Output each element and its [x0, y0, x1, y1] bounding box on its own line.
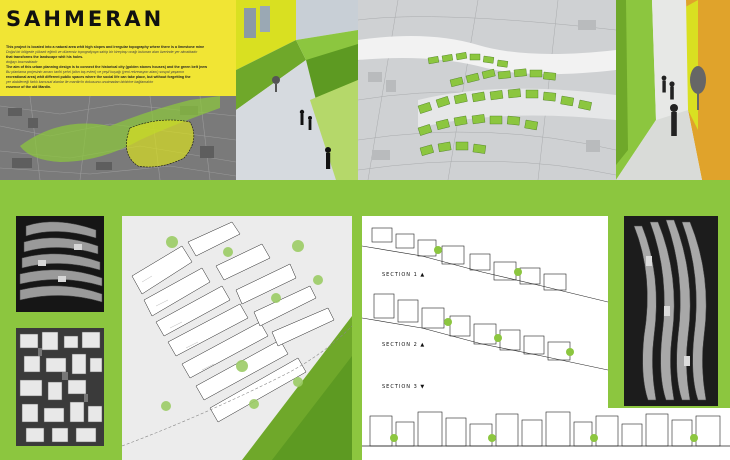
sections-panel: SECTION 1 ▲ SECTION 2 ▲ SECTION 3 ▼: [362, 216, 608, 414]
title-sheet-panel: SAHMERAN This project is located into a …: [0, 0, 236, 180]
model-photo-terraces: [16, 216, 104, 312]
description-paragraph-tr: yer alabileceği farklı kamusal alanlar i…: [6, 80, 154, 84]
project-title: SAHMERAN: [6, 7, 165, 31]
model-photo-massing: [16, 328, 104, 446]
perspective-alley-panel: [616, 0, 730, 180]
site-aerial-map: [0, 96, 236, 180]
model-photo-right-panel: [624, 216, 718, 406]
description-paragraph-en: The aim of this urban planning design is…: [6, 65, 208, 69]
green-belt-overlay: [20, 96, 220, 162]
perspective-street-render: [236, 0, 358, 180]
model-photo-curved-terraces: [624, 216, 718, 406]
section-1-label: SECTION 1 ▲: [382, 272, 425, 278]
master-plan-panel: [122, 216, 352, 460]
model-photo-bottom-left-panel: [16, 328, 104, 446]
model-photo-top-left-panel: [16, 216, 104, 312]
master-plan-drawing: [122, 216, 352, 460]
description-paragraph-en: This project is located into a natural a…: [6, 45, 205, 49]
site-plan-contour-map: [358, 0, 616, 180]
section-3-elevation-panel: [362, 408, 730, 460]
description-paragraph-en: that transforms the landscape whit his h…: [6, 55, 84, 59]
section-2-label: SECTION 2 ▲: [382, 342, 425, 348]
perspective-street-panel: [236, 0, 358, 180]
section-3-label: SECTION 3 ▼: [382, 384, 425, 390]
description-paragraph-tr: Bu planlama projesinin amacı tarihi şehr…: [6, 70, 185, 74]
description-paragraph-en: recreational area) whit different public…: [6, 75, 191, 79]
project-description: This project is located into a natural a…: [6, 45, 228, 90]
description-paragraph-en: essence of the old Mardin.: [6, 85, 52, 89]
site-plan-top-panel: [358, 0, 616, 180]
description-paragraph-tr: Doğal bir bölgede yüksek eğimli ve düzen…: [6, 50, 198, 54]
sections-drawing: SECTION 1 ▲ SECTION 2 ▲ SECTION 3 ▼: [362, 216, 608, 414]
description-paragraph-tr: doğayı bozmaktadır: [6, 60, 38, 64]
perspective-alley-render: [616, 0, 730, 180]
project-area-overlay: [126, 120, 194, 167]
section-3-elevation: [362, 408, 730, 460]
